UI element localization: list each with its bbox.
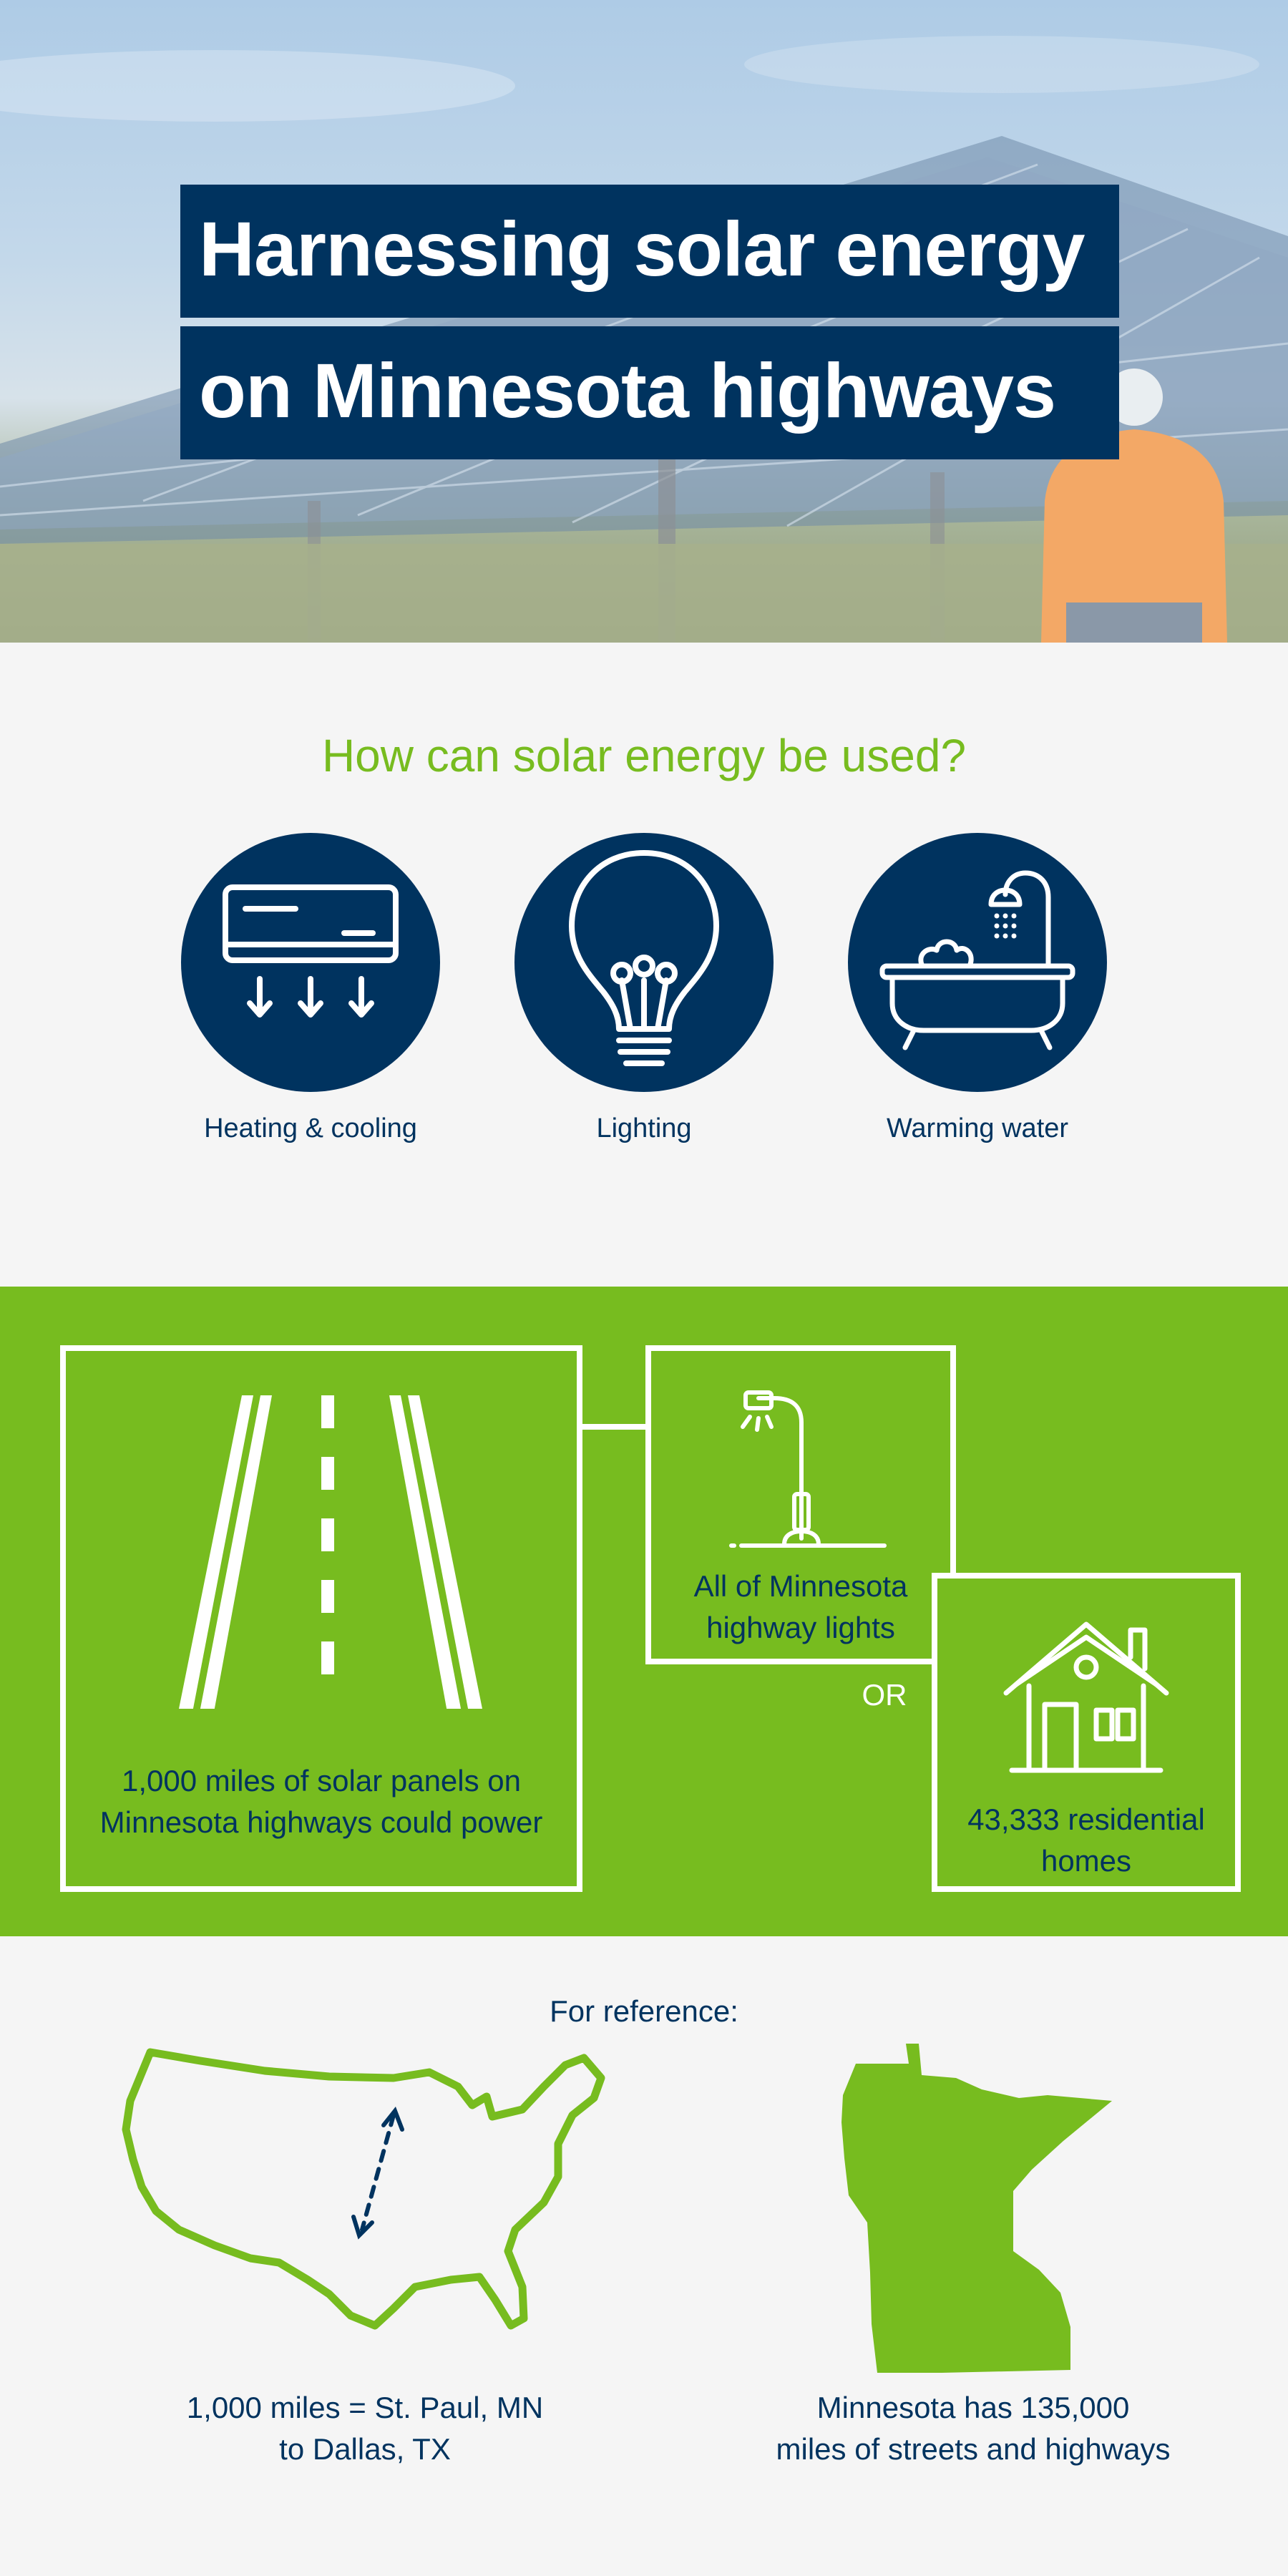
uses-section: How can solar energy be used? Heating & … bbox=[0, 643, 1288, 1287]
homes-text: 43,333 residential homes bbox=[967, 1802, 1205, 1878]
street-light-icon bbox=[729, 1390, 887, 1548]
heating-cooling-circle bbox=[181, 833, 440, 1092]
lighting-circle bbox=[514, 833, 774, 1092]
house-icon bbox=[1003, 1621, 1169, 1773]
us-map-icon bbox=[122, 2048, 605, 2330]
warming-water-label: Warming water bbox=[886, 1113, 1069, 1143]
distance-text-line-2: to Dallas, TX bbox=[279, 2432, 451, 2466]
bathtub-icon bbox=[879, 870, 1075, 1050]
highway-lights-box: All of Minnesota highway lights bbox=[645, 1345, 956, 1664]
reference-section: For reference: 1,000 miles = St. Paul, M… bbox=[0, 1936, 1288, 2576]
residential-homes-box: 43,333 residential homes bbox=[932, 1573, 1241, 1892]
highway-icon bbox=[179, 1395, 482, 1709]
mn-text-line-1: Minnesota has 135,000 bbox=[816, 2391, 1130, 2424]
lightbulb-icon bbox=[569, 850, 719, 1066]
title-line-1: Harnessing solar energy bbox=[180, 185, 1119, 318]
uses-heading: How can solar energy be used? bbox=[321, 730, 967, 781]
warming-water-circle bbox=[848, 833, 1107, 1092]
lighting-label: Lighting bbox=[596, 1113, 692, 1143]
title-line-2: on Minnesota highways bbox=[180, 326, 1119, 459]
heating-cooling-label: Heating & cooling bbox=[204, 1113, 417, 1143]
power-section: 1,000 miles of solar panels on Minnesota… bbox=[0, 1287, 1288, 1936]
highway-text: 1,000 miles of solar panels on Minnesota… bbox=[99, 1764, 543, 1839]
connector-line bbox=[580, 1424, 651, 1430]
distance-text-line-1: 1,000 miles = St. Paul, MN bbox=[186, 2391, 544, 2424]
minnesota-map-icon bbox=[841, 2044, 1112, 2373]
air-conditioner-icon bbox=[223, 884, 399, 1018]
lights-text: All of Minnesota highway lights bbox=[693, 1569, 908, 1644]
hero-banner: Harnessing solar energy on Minnesota hig… bbox=[0, 0, 1288, 643]
reference-heading: For reference: bbox=[550, 1994, 738, 2028]
highway-box: 1,000 miles of solar panels on Minnesota… bbox=[60, 1345, 582, 1892]
solar-array-photo bbox=[0, 36, 1288, 643]
mn-text-line-2: miles of streets and highways bbox=[776, 2432, 1171, 2466]
or-label: OR bbox=[862, 1678, 907, 1712]
